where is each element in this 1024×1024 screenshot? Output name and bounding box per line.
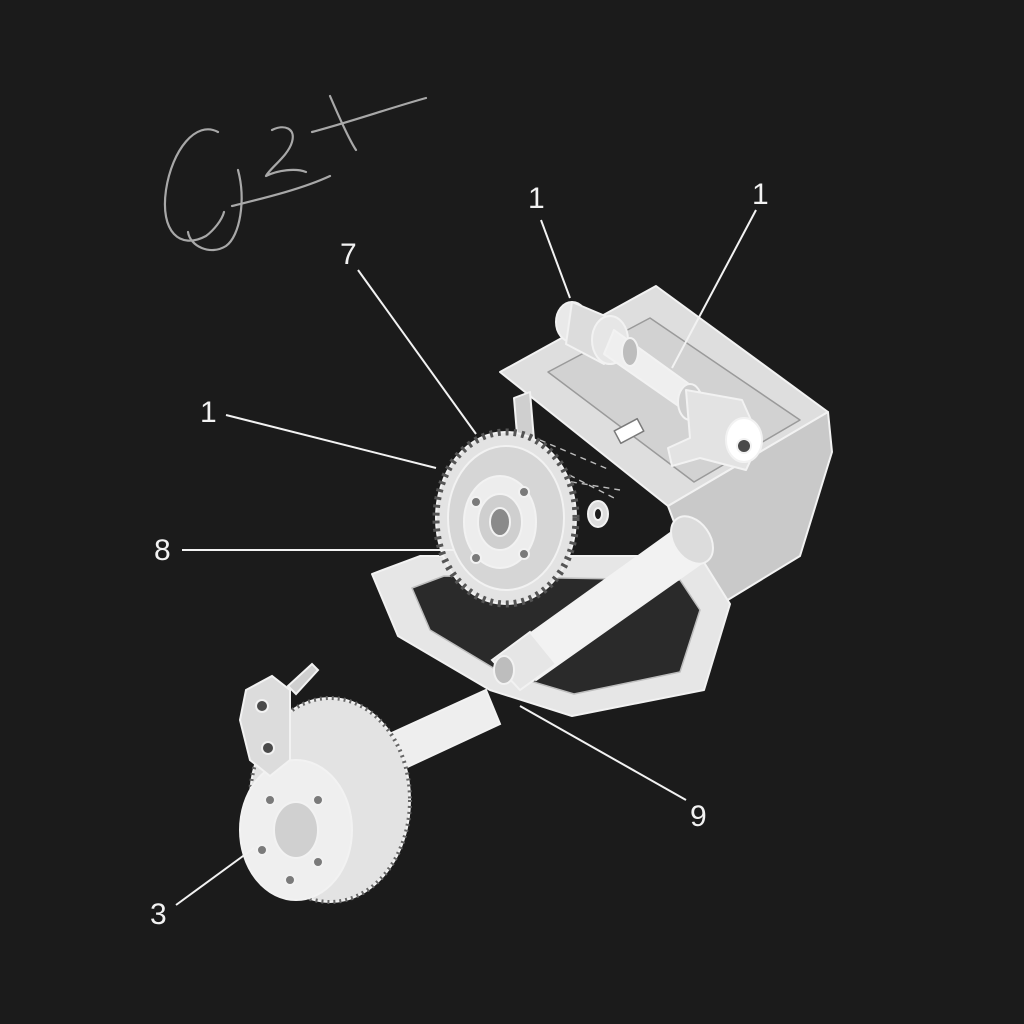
brake-rotor-assembly <box>238 662 412 904</box>
callout-gear-hub: 7 <box>340 238 357 271</box>
leader-line-rotor-face <box>175 847 255 906</box>
leader-line-shaft <box>671 209 757 369</box>
leader-line-frame-base <box>519 705 687 801</box>
handwritten-signature <box>163 94 428 252</box>
callout-gear-center: 8 <box>154 534 171 567</box>
callout-gear-rim: 1 <box>200 396 217 429</box>
leader-line-gear-hub <box>357 269 477 435</box>
leader-line-gear-rim <box>225 414 437 469</box>
callout-frame-base: 9 <box>690 800 707 833</box>
callout-shaft: 1 <box>752 178 769 211</box>
leader-line-shaft-end <box>540 219 571 299</box>
leader-lines <box>175 209 757 906</box>
gear <box>432 428 580 608</box>
washer <box>587 500 609 528</box>
lower-roller <box>490 515 714 692</box>
upper-shaft-assembly <box>555 301 763 471</box>
callout-shaft-end: 1 <box>528 182 545 215</box>
callout-rotor-face: 3 <box>150 898 167 931</box>
